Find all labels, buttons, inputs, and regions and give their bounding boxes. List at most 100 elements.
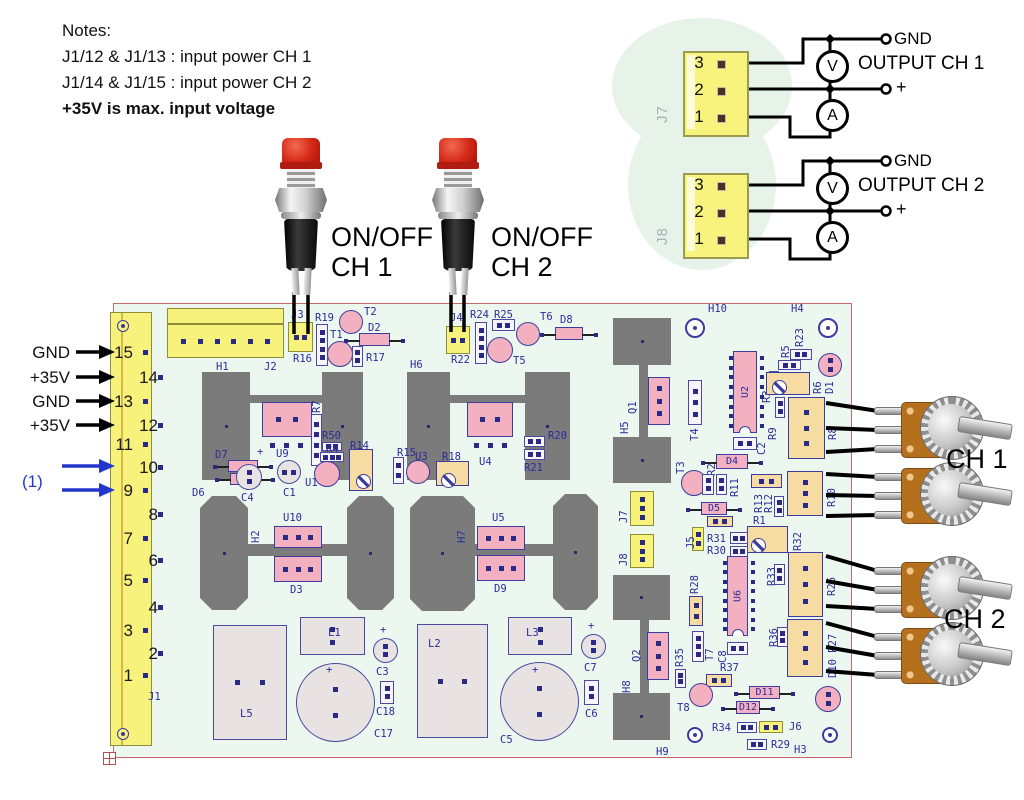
component-strip bbox=[492, 319, 515, 331]
connector-j7: 3 2 1 bbox=[683, 51, 749, 137]
component-tan bbox=[788, 552, 823, 617]
push-button-2-hex-nut bbox=[432, 188, 484, 212]
pad bbox=[384, 686, 390, 691]
lead bbox=[257, 466, 269, 468]
pad bbox=[738, 441, 744, 446]
pad bbox=[639, 557, 645, 563]
component-text: D4 bbox=[725, 456, 739, 467]
pad bbox=[269, 465, 273, 469]
pad-dot bbox=[546, 424, 549, 428]
pad bbox=[695, 652, 701, 657]
lead bbox=[217, 466, 229, 468]
pad bbox=[771, 706, 775, 711]
pad bbox=[759, 460, 763, 465]
pads bbox=[279, 462, 299, 482]
lead bbox=[705, 461, 717, 464]
via bbox=[502, 443, 507, 448]
pad bbox=[401, 338, 405, 343]
component-bc bbox=[581, 634, 606, 659]
silk-label-J5: J5 bbox=[685, 536, 697, 549]
onoff-line: CH 2 bbox=[491, 252, 553, 282]
silk-label-J4: J4 bbox=[450, 312, 463, 324]
silk-label-D1: D1 bbox=[824, 381, 836, 394]
pads bbox=[469, 404, 511, 435]
pad bbox=[750, 608, 755, 613]
pads bbox=[632, 493, 652, 524]
pad bbox=[722, 579, 727, 584]
pad bbox=[319, 329, 325, 335]
j1-pin-8: 8 bbox=[148, 505, 158, 524]
component-pr bbox=[467, 402, 513, 437]
hole-dot bbox=[828, 733, 832, 737]
component-strip bbox=[524, 436, 545, 447]
pad bbox=[479, 417, 485, 422]
pads bbox=[718, 476, 725, 493]
component-strip bbox=[352, 346, 363, 367]
silk-label-C5: C5 bbox=[500, 734, 513, 746]
pad bbox=[656, 410, 662, 416]
pad bbox=[728, 375, 733, 380]
pad-dot bbox=[640, 596, 643, 599]
component-strip bbox=[774, 496, 784, 517]
silk-label-Q1: Q1 bbox=[627, 401, 639, 414]
j1-mount-hole bbox=[117, 320, 129, 332]
pads bbox=[749, 741, 765, 748]
pad bbox=[693, 603, 699, 609]
pad bbox=[802, 491, 808, 496]
pads bbox=[302, 619, 363, 653]
pad bbox=[639, 539, 645, 545]
pad bbox=[235, 680, 240, 685]
pad bbox=[438, 678, 443, 684]
lead bbox=[759, 707, 771, 710]
pad bbox=[276, 417, 281, 422]
pad bbox=[246, 479, 252, 484]
component-be bbox=[213, 625, 287, 740]
lead bbox=[747, 461, 759, 464]
ic-pads bbox=[759, 356, 764, 428]
trimmer-screw-icon bbox=[441, 473, 456, 488]
pads bbox=[704, 476, 712, 493]
silk-label-J2: J2 bbox=[264, 361, 277, 373]
ammeter-icon: A bbox=[816, 221, 849, 254]
pads bbox=[448, 328, 468, 352]
pad bbox=[769, 478, 775, 484]
pad bbox=[791, 362, 796, 368]
pad bbox=[215, 478, 219, 482]
pad bbox=[780, 631, 785, 636]
silk-label-R50: R50 bbox=[322, 430, 341, 442]
component-J5 bbox=[692, 527, 704, 551]
component-strip bbox=[777, 627, 788, 647]
silk-label-R1: R1 bbox=[753, 515, 766, 527]
pads bbox=[526, 451, 543, 458]
pad bbox=[728, 423, 733, 428]
pad bbox=[495, 417, 501, 422]
pad bbox=[695, 644, 701, 649]
j1-pad bbox=[158, 375, 163, 380]
voltmeter-icon: V bbox=[816, 50, 849, 83]
pads bbox=[761, 723, 781, 731]
push-button-2-red-cap bbox=[439, 138, 477, 164]
j1-pad bbox=[158, 558, 163, 563]
connector-stripe bbox=[687, 55, 695, 129]
component-U10 bbox=[274, 526, 322, 548]
component-gbar bbox=[237, 544, 359, 556]
j1-body-line bbox=[121, 313, 123, 745]
pad bbox=[290, 469, 296, 475]
pads bbox=[690, 382, 700, 423]
pad bbox=[733, 549, 739, 554]
input-label-gnd-15: GND bbox=[32, 343, 70, 362]
j1-pin-3: 3 bbox=[123, 621, 133, 640]
component-gb bbox=[613, 437, 671, 483]
component-tan bbox=[787, 619, 823, 677]
component-hole bbox=[687, 727, 703, 743]
pad bbox=[293, 334, 299, 340]
push-button-2-body bbox=[441, 219, 475, 271]
plus-terminal-label: + bbox=[896, 77, 907, 97]
pads bbox=[709, 518, 731, 525]
silk-label-+: + bbox=[257, 446, 264, 458]
pad bbox=[589, 694, 594, 700]
pad bbox=[750, 561, 755, 565]
lead bbox=[726, 508, 738, 511]
silk-label-C2: C2 bbox=[756, 442, 768, 455]
pad bbox=[739, 535, 745, 541]
